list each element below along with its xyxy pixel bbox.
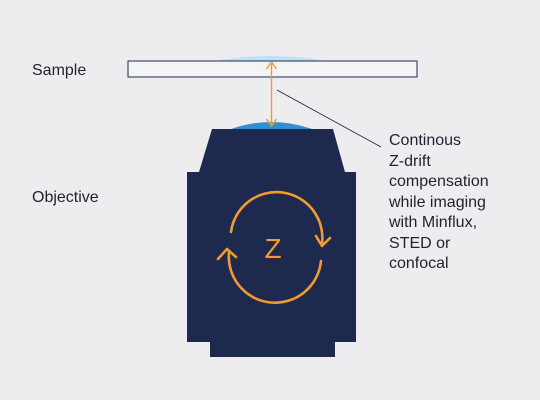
objective-label: Objective	[32, 189, 99, 206]
z-symbol: Z	[264, 233, 281, 264]
callout-text-line: Continous	[389, 132, 462, 149]
sample-slide	[127, 60, 418, 78]
callout-text-line: Z-drift	[389, 152, 431, 170]
sample-label: Sample	[32, 62, 87, 79]
callout-text-line: compensation	[389, 173, 489, 190]
drift-compensation-callout: Continous Z-drift compensation while ima…	[389, 131, 534, 275]
sample-immersion-drop	[215, 56, 327, 61]
callout-text-line: while imaging	[389, 193, 486, 211]
callout-text-line: STED or	[389, 234, 451, 252]
callout-text-line: confocal	[389, 255, 449, 272]
double-headed-arrow-icon	[265, 60, 278, 128]
callout-text-line: with Minflux,	[389, 214, 478, 231]
rotate-arrows-icon	[216, 190, 332, 305]
callout-leader-line	[276, 89, 382, 148]
objective-body	[187, 129, 356, 357]
